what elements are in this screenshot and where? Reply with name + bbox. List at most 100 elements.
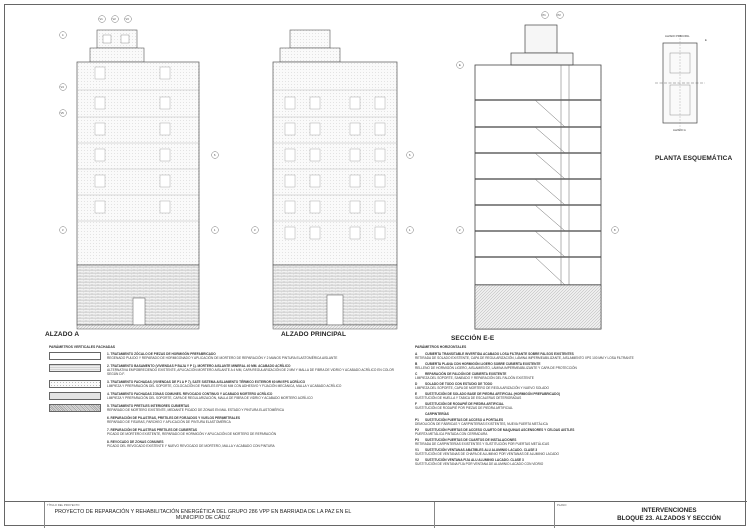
marker-6: 6 [214,153,216,157]
legend-item-desc: SUSTITUCIÓN DE VENTANA FIJA POR VENTANA … [415,462,544,466]
legend-item-desc: RELLENO DE HORMIGÓN LIGERO, AISLAMIENTO,… [415,366,577,370]
legend-item-title: CARPINTERÍAS [425,412,449,416]
legend-item-code: D [415,382,418,386]
legend-item: 7. REPARACIÓN DE PILASTRAS PRETILES DE C… [49,428,399,436]
legend-item-desc: RETIRADA DE CARPINTERÍAS EXISTENTES Y SU… [415,442,550,446]
title-block-logo-cell [5,502,45,528]
marker-8: 8 [614,228,616,232]
swatch-zocalo [49,352,101,360]
swatch-zonas-comunes [49,392,101,400]
legend-item-code: V1 [415,448,419,452]
legend-item: 4. TRATAMIENTO FACHADAS ZONAS COMUNES. R… [49,392,399,400]
legend-item-desc: REGENADO PULIDO Y REPARADO DE HORMIGONAD… [107,356,338,360]
marker-v2: V2 [113,17,117,21]
marker-1: 1 [214,228,216,232]
legend-item-title: SUSTITUCIÓN DE RODAPIÉ DE PIEDRA ARTIFIC… [425,402,504,406]
legend-item: P2 SUSTITUCIÓN PUERTAS DE ACCESO CUARTO D… [415,428,735,436]
legend-item-title: 1. TRATAMIENTO ZÓCALO DE PIEZAS DE HORMI… [107,352,216,356]
legend-item-title: 4. TRATAMIENTO FACHADAS ZONAS COMUNES. R… [107,392,273,396]
marker-a: E [459,63,461,67]
legend-item-code: C [415,372,418,376]
legend-item-desc: LIMPIEZA DEL SOPORTE, SANEADO Y REPARACI… [415,376,534,380]
legend-item-desc: PICADO DEL REVOCADO EXISTENTE Y NUEVO RE… [107,444,275,448]
marker-v3: V3 [126,17,130,21]
legend-item: P3 SUSTITUCIÓN PUERTAS DE CUARTOS DE INST… [415,438,735,446]
project-title: PROYECTO DE REPARACIÓN Y REHABILITACIÓN … [54,509,352,522]
plan-small-alzado-principal: ALZADO PRINCIPAL [665,34,690,38]
marker-2: 2 [459,228,461,232]
legend-item-title: SUSTITUCIÓN DE SOLADO BASE DE PIEDRA ART… [425,392,560,396]
swatch-pretiles [49,404,101,412]
marker-v4: V4 [61,85,65,89]
title-block-project-cell: TÍTULO DEL PROYECTO PROYECTO DE REPARACI… [45,502,435,528]
marker-p2: P2 [558,13,562,17]
title-block-empty-cell [435,502,555,528]
legend-item-title: 2. TRATAMIENTO BASAMENTO (VIVIENDAS P BA… [107,364,291,368]
legend-item-title: 3. TRATAMIENTO FACHADAS (VIVIENDAS DE P1… [107,380,306,384]
label-alzado-principal: ALZADO PRINCIPAL [281,331,347,338]
marker-circles [59,11,619,234]
marker-texts: V1 V2 V3 4 V4 V5 3 6 1 3 1 6 E 2 8 P1 P2… [61,13,708,232]
legend-item-title: SUSTITUCIÓN VENTANA FIJA ALU ALUMINIO LA… [425,458,524,462]
legend-item-code: P1 [415,418,419,422]
legend-vertical-heading: PARÁMETROS VERTICALES FACHADAS [49,345,116,349]
legend-item-title: 8. REVOCADO DE ZONAS COMUNES [107,440,164,444]
seccion-ee-section [474,24,602,330]
legend-item: F SUSTITUCIÓN DE RODAPIÉ DE PIEDRA ARTIFI… [415,402,735,410]
legend-item-code: P3 [415,438,419,442]
legend-item: 5. TRATAMIENTO PRETILES INTERIORES CUBIE… [49,404,399,412]
swatch-basamento [49,364,101,372]
legend-item-desc: SUSTITUCIÓN DE VENTANAS DE CHAPA DE ALUM… [415,452,559,456]
legend-item-title: CUBIERTA PLANA CON HORMIGÓN LIGERO SOBRE… [425,362,541,366]
swatch-sate [49,380,101,388]
label-alzado-a: ALZADO A [45,331,80,338]
marker-3: 3 [62,228,64,232]
legend-item-title: SOLADO DE TODO CON ESTUDIO DE TODO [425,382,493,386]
alzado-principal-elevation [272,29,398,330]
drawings-svg: V1 V2 V3 4 V4 V5 3 6 1 3 1 6 E 2 8 P1 P2… [59,11,708,330]
legend-item-desc: PUERTA METÁLICA PINTADA CON CERRADURA [415,432,488,436]
marker-1b: 1 [409,228,411,232]
legend-item-code: B [415,362,418,366]
marker-v5: V5 [61,111,65,115]
legend-vertical: PARÁMETROS VERTICALES FACHADAS 1. TRATAM… [49,345,399,452]
legend-item-desc: DEMOLICIÓN DE FÁBRICAS Y CARPINTERÍAS EX… [415,422,548,426]
legend-item-desc: LIMPIEZA Y PREPARACIÓN DEL SOPORTE, CAPA… [107,396,313,400]
plan-title: INTERVENCIONES BLOQUE 23. ALZADOS Y SECC… [599,507,739,522]
legend-item-code: P2 [415,428,419,432]
legend-item-code: F [415,402,417,406]
legend-item: 3. TRATAMIENTO FACHADAS (VIVIENDAS DE P1… [49,380,399,388]
title-block: TÍTULO DEL PROYECTO PROYECTO DE REPARACI… [5,501,747,528]
legend-item: CARPINTERÍAS [415,412,735,416]
legend-item-desc: REPARADO DE FISURAS, PARCHEO Y APLICACIÓ… [107,420,231,424]
legend-item-title: 5. TRATAMIENTO PRETILES INTERIORES CUBIE… [107,404,190,408]
marker-6b: 6 [409,153,411,157]
plan-title-line2: BLOQUE 23. ALZADOS Y SECCIÓN [617,514,721,522]
legend-item-title: SUSTITUCIÓN VENTANAS ABATIBLES ALU ALUMI… [425,448,538,452]
legend-item-desc: SUSTITUCIÓN DE RODAPIÉ POR PIEZAS DE PIE… [415,406,513,410]
legend-item: 1. TRATAMIENTO ZÓCALO DE PIEZAS DE HORMI… [49,352,399,360]
legend-item-title: SUSTITUCIÓN PUERTAS DE CUARTOS DE INSTAL… [425,438,517,442]
marker-4: 4 [62,33,64,37]
legend-item: C REPARACIÓN DE FALDÓN DE CUBIERTA EXISTE… [415,372,735,380]
legend-item-title: SUSTITUCIÓN PUERTAS DE ACCESO CUARTO DE … [425,428,575,432]
legend-item-desc: RETIRADA DE SOLADO EXISTENTE, CAPA DE RE… [415,356,634,360]
marker-v1: V1 [100,17,104,21]
label-seccion-ee: SECCIÓN E-E [451,335,495,342]
legend-item-title: REPARACIÓN DE FALDÓN DE CUBIERTA EXISTEN… [425,372,507,376]
alzado-a-elevation [76,29,200,330]
drawings-area: V1 V2 V3 4 V4 V5 3 6 1 3 1 6 E 2 8 P1 P2… [5,5,747,345]
legend-item-desc: SUSTITUCIÓN DE HUELLA Y TABICA DE ESCALE… [415,396,522,400]
drawing-sheet: V1 V2 V3 4 V4 V5 3 6 1 3 1 6 E 2 8 P1 P2… [4,4,747,528]
legend-item-desc: LIMPIEZA Y PREPARACIÓN DEL SOPORTE, COLO… [107,384,342,388]
plan-small-alzado-a: ALZADO A [673,128,686,132]
project-caption: TÍTULO DEL PROYECTO [47,503,80,507]
plan-title-line1: INTERVENCIONES [641,507,697,514]
plan-caption: PLANO [557,503,567,507]
